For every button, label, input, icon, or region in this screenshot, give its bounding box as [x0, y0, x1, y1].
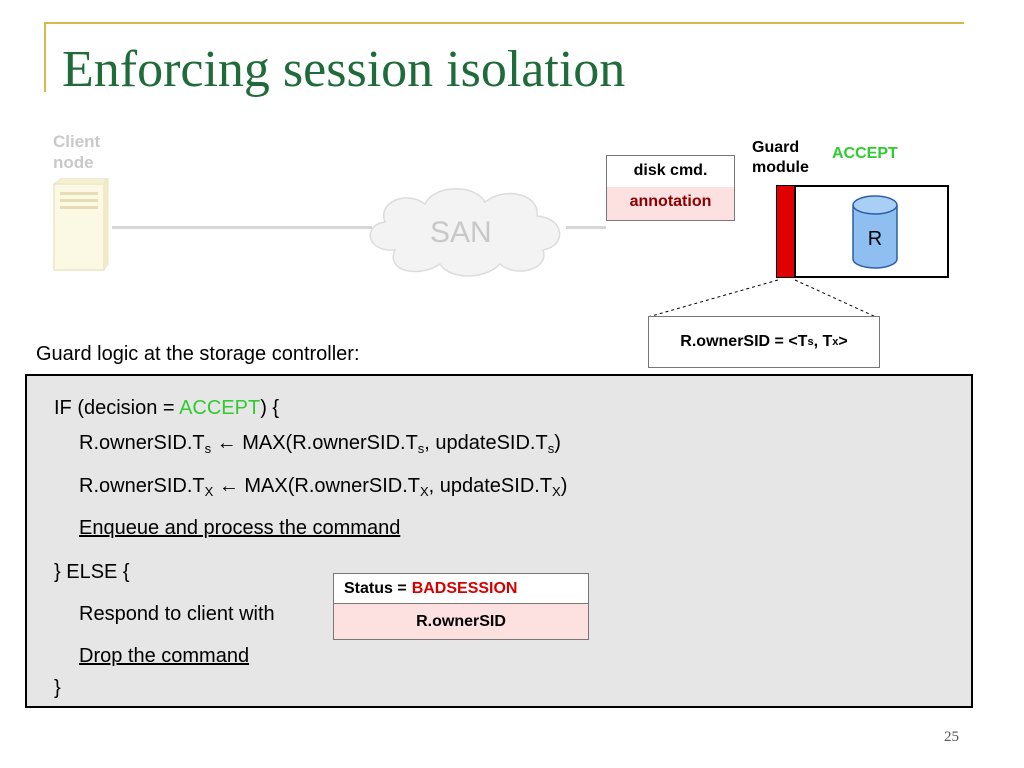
- guard-logic-code-box: IF (decision = ACCEPT) { R.ownerSID.Ts ←…: [25, 374, 973, 708]
- drop-line: Drop the command: [79, 645, 250, 667]
- client-label-line1: Client: [53, 132, 101, 151]
- slide-title: Enforcing session isolation: [62, 41, 626, 98]
- client-server-icon: [52, 178, 109, 272]
- guard-label-line2: module: [752, 159, 809, 176]
- update-tx-part-b: ← MAX(R.ownerSID.T: [213, 475, 420, 497]
- guard-module-bar: [777, 186, 796, 277]
- if-line: IF (decision = ACCEPT) {: [54, 396, 279, 420]
- update-tx-sub-c: X: [552, 484, 561, 499]
- else-line: } ELSE {: [54, 561, 130, 583]
- update-tx-part-d: ): [560, 475, 568, 497]
- if-accept: ACCEPT: [179, 397, 261, 419]
- update-ts-part-a: R.ownerSID.T: [79, 432, 205, 454]
- update-tx-sub-b: X: [419, 484, 429, 499]
- if-prefix: IF (decision =: [54, 397, 180, 419]
- guard-module-label: Guard module: [752, 138, 809, 178]
- respond-line: Respond to client with: [79, 603, 275, 625]
- status-box: Status = BADSESSION: [333, 573, 589, 604]
- update-tx-line: R.ownerSID.TX ← MAX(R.ownerSID.TX, updat…: [79, 474, 567, 498]
- client-node-label: Client node: [53, 131, 100, 173]
- san-disk-link: [566, 226, 606, 229]
- owner-sid-suffix: >: [838, 333, 848, 350]
- status-badsession: BADSESSION: [411, 579, 518, 597]
- san-label: SAN: [430, 216, 492, 249]
- enqueue-line: Enqueue and process the command: [79, 517, 401, 539]
- status-prefix: Status =: [344, 579, 407, 597]
- title-rule-horizontal: [44, 22, 964, 24]
- client-san-link: [112, 226, 372, 229]
- resource-cylinder-icon: [852, 195, 898, 269]
- client-label-line2: node: [53, 153, 94, 172]
- update-ts-part-d: ): [554, 432, 561, 454]
- owner-sid-prefix: R.ownerSID = <T: [680, 333, 808, 350]
- resource-label: R: [867, 228, 883, 250]
- update-ts-line: R.ownerSID.Ts ← MAX(R.ownerSID.Ts, updat…: [79, 431, 561, 455]
- guard-logic-heading: Guard logic at the storage controller:: [36, 343, 360, 365]
- owner-sid-sub1: s: [807, 336, 814, 348]
- update-ts-sub-b: s: [417, 441, 425, 456]
- san-cloud-icon: [369, 188, 561, 277]
- page-number: 25: [944, 729, 959, 745]
- annotation-box: annotation: [606, 187, 735, 221]
- update-ts-sub-a: s: [204, 441, 212, 456]
- title-rule-vertical: [44, 22, 46, 92]
- update-ts-part-c: , updateSID.T: [424, 432, 548, 454]
- update-tx-part-c: , updateSID.T: [428, 475, 553, 497]
- guard-label-line1: Guard: [752, 139, 800, 156]
- if-suffix: ) {: [260, 397, 280, 419]
- disk-cmd-box: disk cmd.: [606, 155, 735, 188]
- update-ts-part-b: ← MAX(R.ownerSID.T: [211, 432, 418, 454]
- owner-sid-box: R.ownerSID: [333, 604, 589, 640]
- update-tx-sub-a: X: [204, 484, 214, 499]
- accept-label: ACCEPT: [832, 145, 898, 162]
- update-tx-part-a: R.ownerSID.T: [79, 475, 205, 497]
- owner-sid-mid: , T: [813, 333, 833, 350]
- callout-lines: [647, 279, 877, 318]
- update-ts-sub-c: s: [547, 441, 555, 456]
- owner-sid-sub2: x: [832, 336, 839, 348]
- close-brace: }: [54, 677, 61, 699]
